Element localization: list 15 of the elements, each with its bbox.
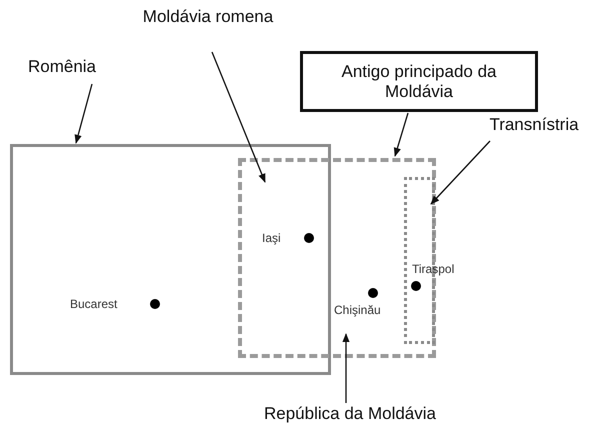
region-label: Romênia [22,58,102,82]
leader-arrow [394,112,409,157]
callout-box: Antigo principado da Moldávia [300,51,538,112]
leader-arrow [430,140,490,205]
city-label: Chişinău [334,303,381,317]
city-label: Tiraspol [412,262,454,276]
map-region [10,144,331,375]
leader-arrow [211,52,266,183]
city-label: Iaşi [262,231,281,245]
city-label: Bucarest [70,297,118,311]
leader-arrow [342,333,350,403]
region-label: Transnístria [474,116,594,140]
region-label: Moldávia romena [118,8,298,32]
region-label: República da Moldávia [240,405,460,429]
leader-arrow [74,84,93,144]
